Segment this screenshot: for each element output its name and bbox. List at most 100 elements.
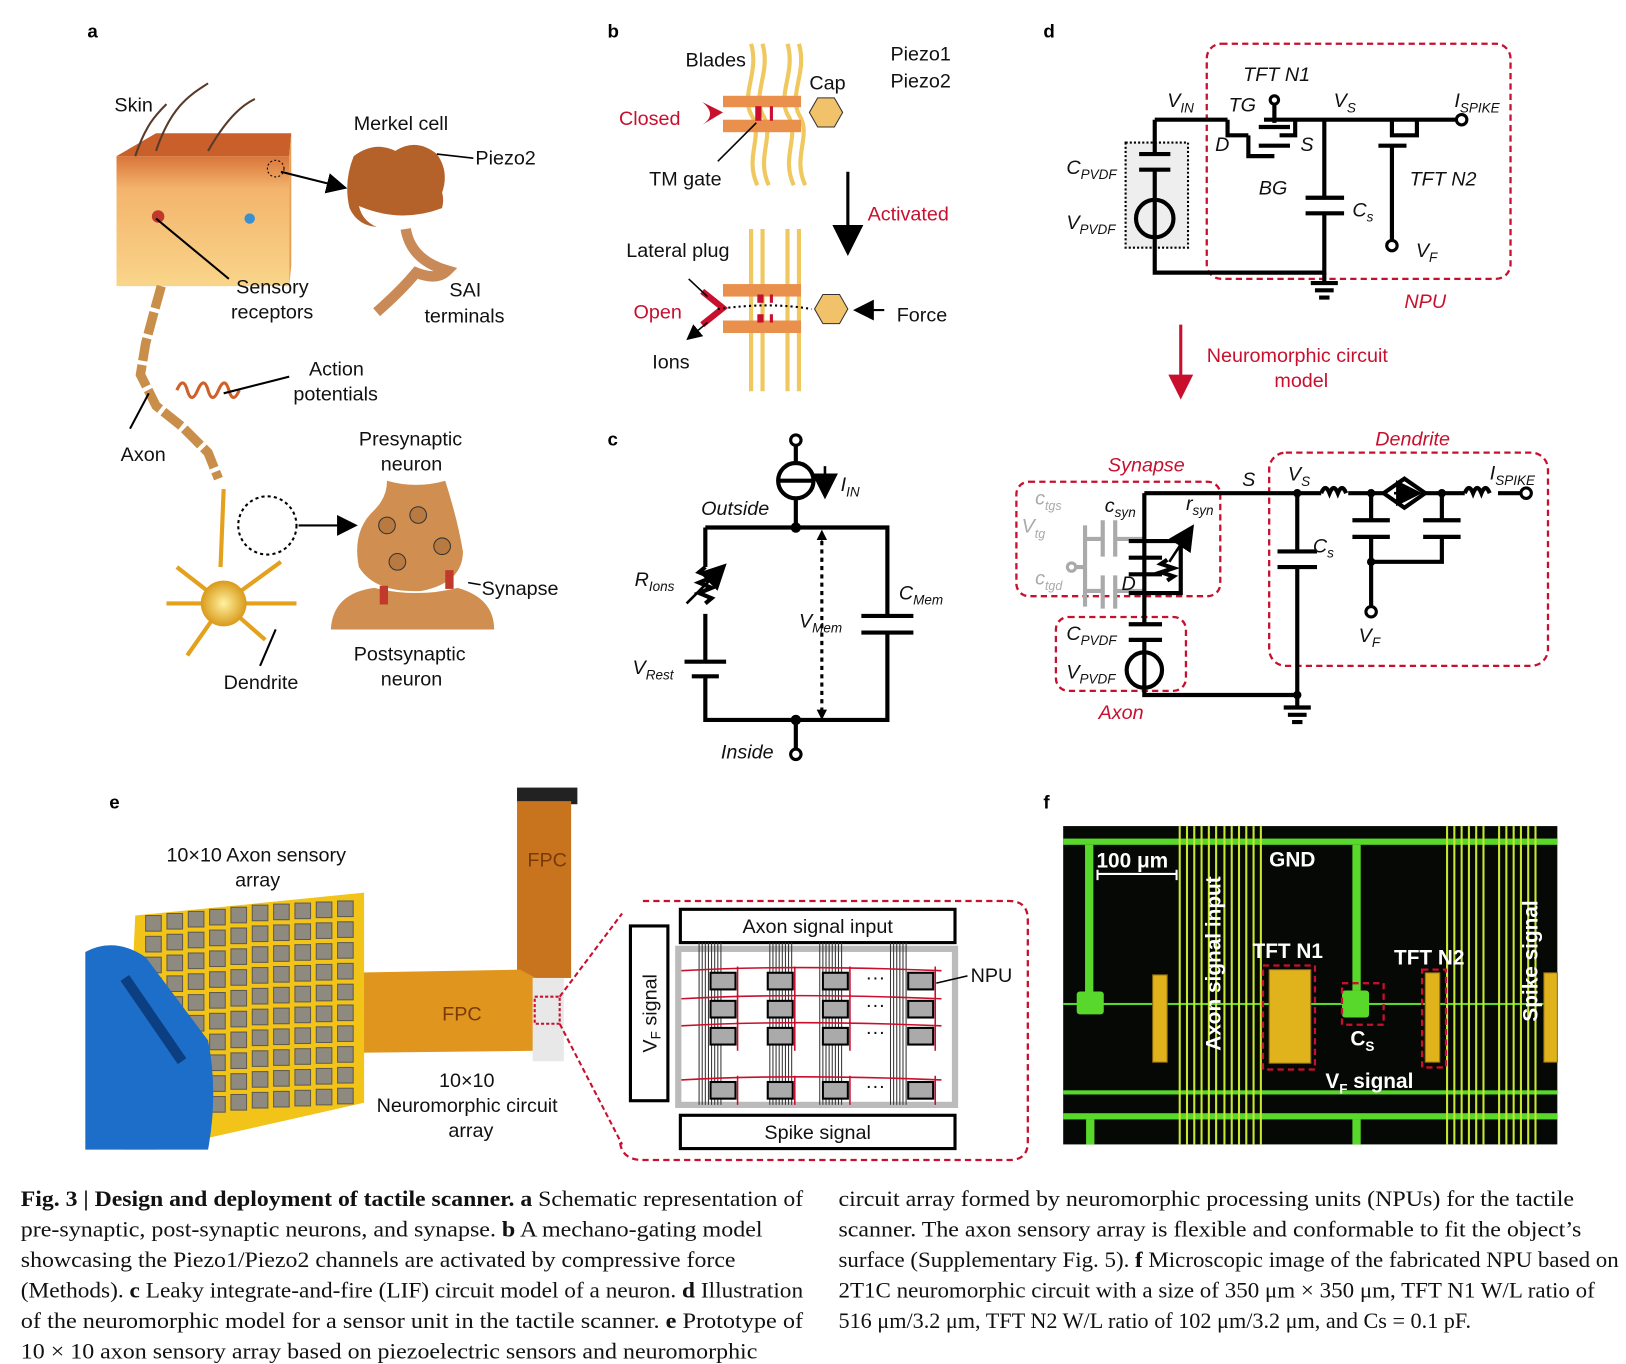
npu-cell	[821, 1080, 849, 1100]
sensor-pad	[145, 915, 162, 932]
label-skin: Skin	[114, 94, 152, 116]
sensor-pad	[251, 946, 269, 963]
npu-cell	[709, 999, 737, 1019]
sensor-pad	[294, 1027, 312, 1045]
ellipsis-2: ···	[866, 994, 886, 1016]
label-gnd: GND	[1269, 849, 1315, 872]
label-v-f-b: VF	[1359, 625, 1381, 650]
sensor-pad	[209, 950, 226, 968]
sensor-pad	[251, 1008, 269, 1026]
caption-line: showcasing the Piezo1/Piezo2 channels ar…	[21, 1248, 736, 1272]
sensor-pad	[273, 945, 290, 962]
label-force: Force	[897, 305, 947, 327]
label-cs-f: CS	[1350, 1028, 1374, 1054]
panel-label-f: f	[1043, 791, 1050, 812]
sensor-pad	[337, 900, 354, 918]
npu-cell	[709, 1080, 737, 1100]
sensor-pad	[251, 1091, 269, 1109]
cap-hexagon	[808, 97, 844, 128]
label-axon-array-2: array	[235, 869, 280, 891]
panel-c-lif-circuit: IIN Outside Inside RIons VRest CMem VMem	[633, 433, 943, 763]
label-inside: Inside	[721, 741, 774, 763]
ellipsis-3: ···	[866, 1021, 886, 1043]
npu-cell	[907, 1026, 935, 1046]
sensor-pad	[230, 1010, 248, 1028]
label-d: D	[1215, 134, 1229, 156]
label-npu-array-1: 10×10	[439, 1070, 494, 1092]
sensor-pad	[209, 908, 226, 926]
sensor-pad	[230, 906, 248, 924]
sensor-pad	[230, 1093, 248, 1111]
label-presynaptic: Presynaptic	[359, 428, 462, 450]
neuron-illustration	[166, 488, 358, 667]
npu-cell	[821, 999, 849, 1019]
sensor-pad	[145, 935, 162, 953]
panel-label-a: a	[87, 21, 98, 42]
panel-b: Blades Cap Piezo1 Piezo2 Closed TM gate …	[619, 43, 951, 392]
sensor-pad	[251, 1050, 269, 1067]
npu-cell	[907, 999, 935, 1019]
label-blades: Blades	[686, 50, 747, 72]
sensor-pad	[273, 1049, 290, 1066]
label-tg: TG	[1229, 94, 1256, 116]
label-v-rest: VRest	[633, 657, 675, 682]
sensor-pad	[187, 973, 205, 990]
label-ions: Ions	[652, 351, 689, 373]
sensor-pad	[251, 925, 269, 943]
sensor-pad	[337, 942, 354, 959]
sensor-pad	[273, 986, 290, 1004]
caption-line: 2T1C neuromorphic circuit with a size of…	[838, 1279, 1595, 1303]
label-c-pvdf-b: CPVDF	[1066, 623, 1117, 648]
label-dendrite: Dendrite	[224, 672, 299, 694]
label-i-spike-b: ISPIKE	[1490, 463, 1536, 488]
label-npu-array-2: Neuromorphic circuit	[377, 1095, 559, 1117]
sensor-pad	[251, 987, 269, 1005]
npu-cell	[766, 1080, 794, 1100]
sensor-pad	[273, 1028, 290, 1046]
sensor-pad	[315, 943, 333, 960]
panel-d-equivalent-circuit: Synapse Dendrite Axon S VS ISPIKE Cs VF …	[1015, 428, 1550, 725]
sensor-pad	[337, 1066, 354, 1084]
label-v-mem: VMem	[799, 610, 842, 635]
sensor-pad	[294, 964, 312, 982]
sensor-pad	[337, 921, 354, 938]
panel-f-micrograph: 100 μm GND Axon signal input TFT N1 TFT …	[1063, 826, 1558, 1145]
label-model-1: Neuromorphic circuit	[1207, 345, 1389, 367]
label-merkel-cell: Merkel cell	[354, 113, 448, 135]
label-axon-signal-input: Axon signal input	[742, 916, 893, 938]
label-postsynaptic: Postsynaptic	[354, 644, 466, 666]
sensor-pad	[230, 1073, 248, 1090]
caption-line: circuit array formed by neuromorphic pro…	[838, 1187, 1573, 1211]
label-dendrite-box: Dendrite	[1375, 428, 1450, 450]
label-spike-signal: Spike signal	[764, 1122, 871, 1144]
caption-line: Fig. 3 | Design and deployment of tactil…	[21, 1187, 804, 1211]
label-v-pvdf-b: VPVDF	[1066, 661, 1116, 686]
caption-line: scanner. The axon sensory array is flexi…	[838, 1217, 1581, 1241]
label-s: S	[1300, 134, 1313, 156]
label-cap: Cap	[809, 73, 845, 95]
sensor-pad	[273, 1007, 290, 1025]
npu-cell	[709, 971, 737, 991]
sensor-pad	[315, 1047, 333, 1064]
sensor-pad	[315, 1088, 333, 1106]
label-activated: Activated	[868, 204, 949, 226]
label-cs: Cs	[1352, 199, 1373, 224]
label-piezo2-b: Piezo2	[891, 70, 951, 92]
sensor-pad	[166, 975, 184, 993]
label-v-pvdf: VPVDF	[1066, 212, 1116, 237]
sensor-pad	[315, 1026, 333, 1043]
ellipsis-1: ···	[866, 967, 886, 989]
label-sensory: Sensory	[236, 276, 309, 298]
sensor-pad	[251, 1071, 269, 1088]
label-npu-e: NPU	[971, 965, 1013, 987]
label-tft-n1: TFT N1	[1243, 64, 1310, 86]
sensor-pad	[209, 929, 226, 947]
sensor-pad	[230, 948, 248, 965]
sensor-pad	[337, 1087, 354, 1105]
capacitor-icon	[861, 613, 914, 635]
caption-line: (Methods). c Leaky integrate-and-fire (L…	[21, 1279, 803, 1303]
label-c-tgs: ctgs	[1035, 488, 1062, 513]
sensor-pad	[273, 903, 290, 921]
label-piezo2: Piezo2	[475, 147, 535, 169]
label-i-in: IIN	[841, 474, 860, 499]
